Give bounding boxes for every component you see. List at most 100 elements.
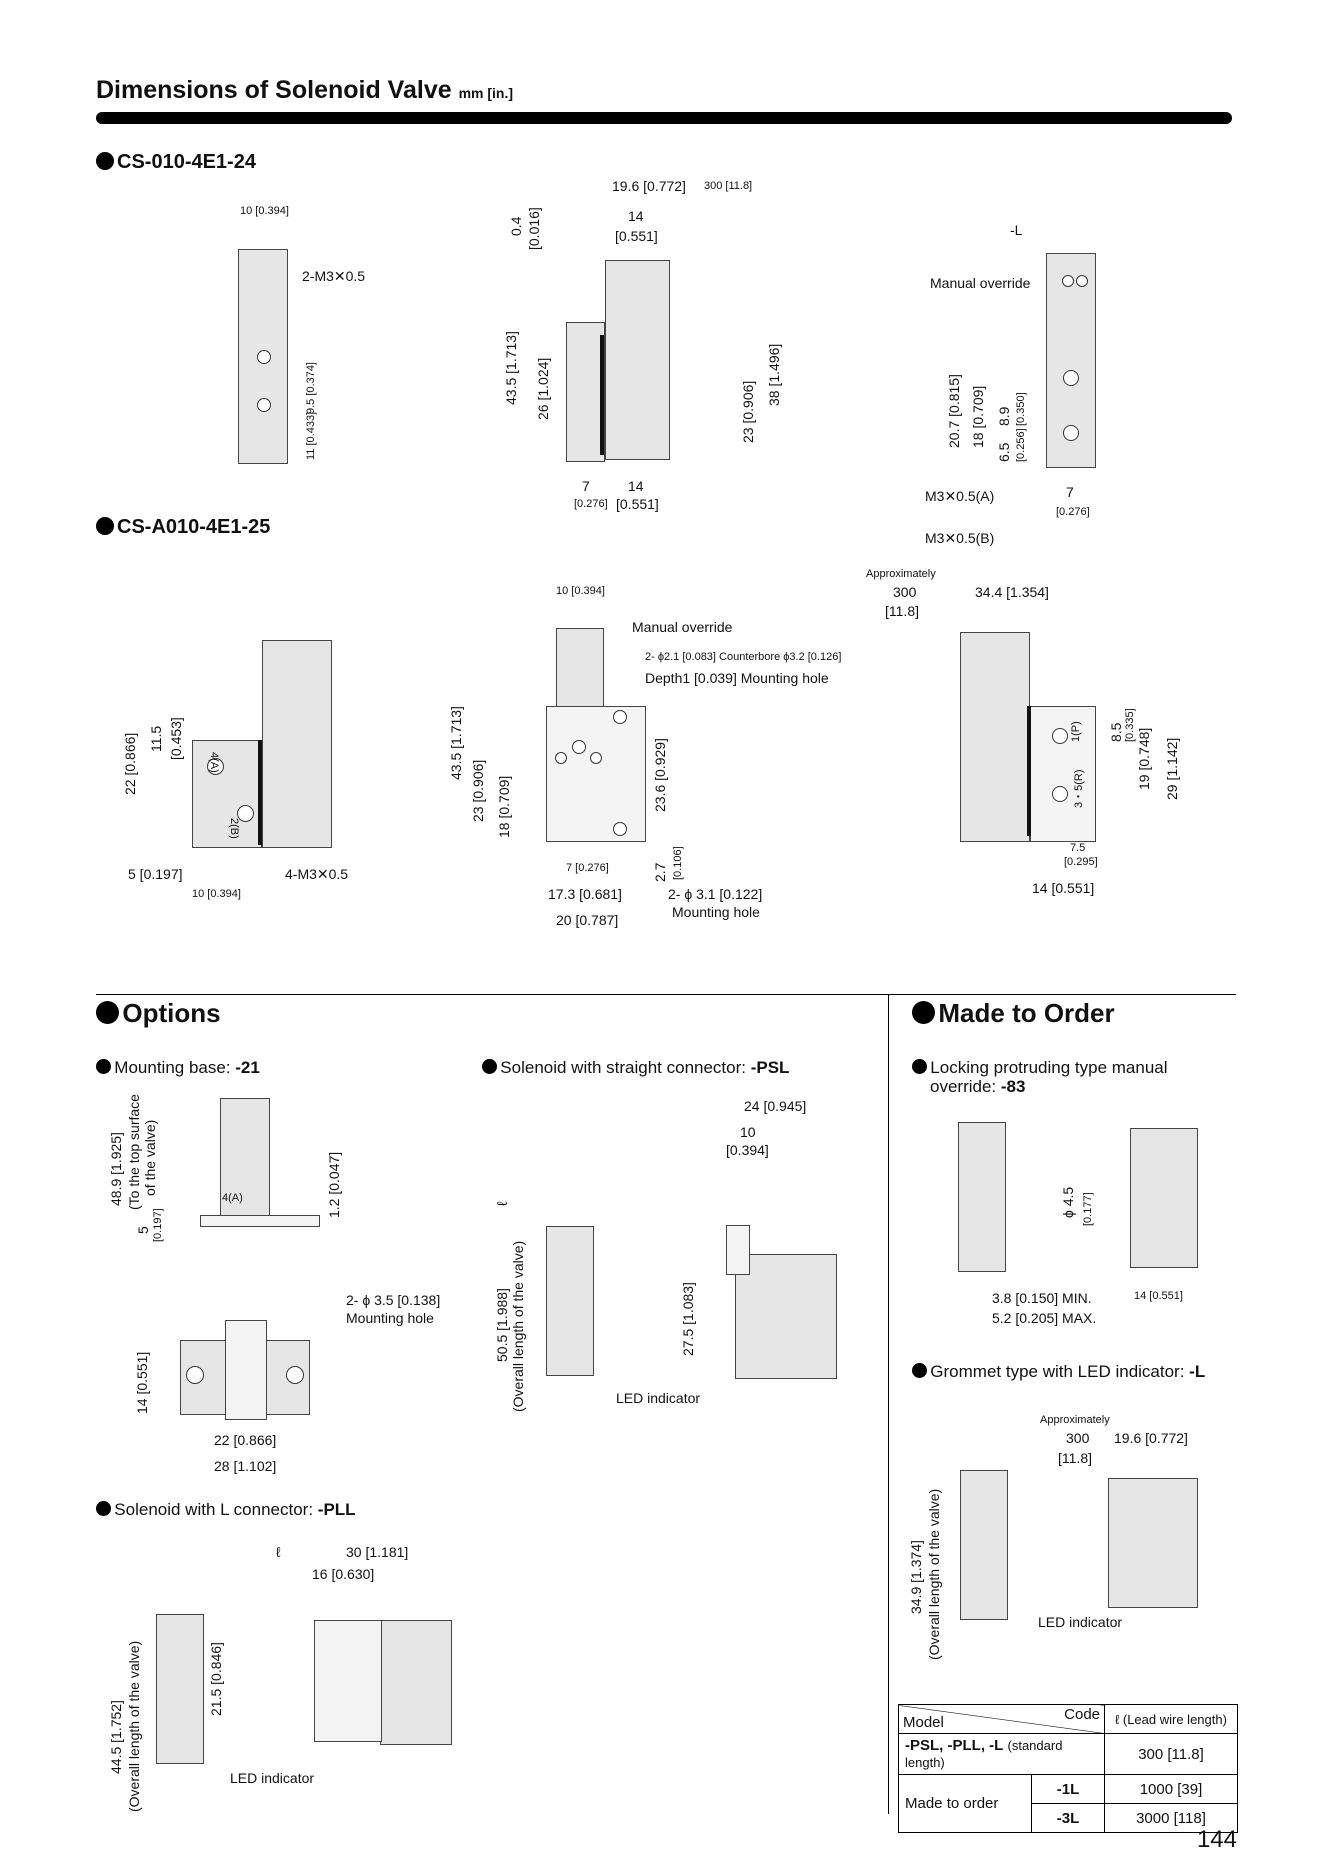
manual-override-label: Manual override [930,275,1031,291]
locking-front-view [958,1122,1006,1272]
dim-label: 50.5 [1.988] [494,1288,510,1362]
psl-front-view [546,1226,594,1376]
port-hole [1052,786,1068,802]
dim-label: [0.256] [1015,428,1027,462]
table-header-lead: ℓ (Lead wire length) [1104,1704,1238,1734]
port-hole [237,805,254,822]
dim-label: of the valve) [142,1119,158,1196]
column-divider [888,994,889,1814]
psl-label: Solenoid with straight connector: -PSL [482,1058,789,1078]
csa010-body [262,640,332,848]
dim-label: 22 [0.866] [122,732,138,795]
table-header-model: Model [903,1714,944,1731]
dim-label: 14 [628,208,644,224]
dim-label: [0.276] [574,498,608,510]
psl-side-view [735,1254,837,1379]
dim-label: 2- ϕ 3.5 [0.138] [346,1292,441,1308]
cs010-left-view: 10 [0.394] [230,205,300,470]
dim-label: 300 [1066,1430,1090,1446]
dim-label: 4(A) [222,1192,243,1204]
dim-label: 44.5 [1.752] [108,1700,124,1774]
seal-line [258,740,262,845]
mounting-hole [286,1366,304,1384]
dim-label: 19 [0.748] [1136,727,1152,790]
port-hole [1052,728,1068,744]
manual-override-label: Manual override [632,619,733,635]
dim-label: 14 [0.551] [1134,1290,1183,1302]
dim-label: 22 [0.866] [214,1432,277,1448]
psl-connector [726,1225,750,1275]
dim-label: Approximately [1040,1414,1110,1426]
dim-label: 27.5 [1.083] [680,1282,696,1356]
led-indicator-label: LED indicator [230,1770,315,1786]
dim-label: 5.2 [0.205] MAX. [992,1310,1097,1326]
dim-label: -L [1010,222,1023,238]
dim-label: 43.5 [1.713] [503,331,519,405]
dim-label: 0.4 [508,216,524,236]
dim-label: ℓ [276,1544,281,1560]
dim-label: [0.276] [1056,506,1090,518]
dim-label: 38 [1.496] [766,343,782,406]
dim-label: 5 [0.197] [128,866,183,882]
locking-side-view [1130,1128,1198,1268]
dim-label: M3✕0.5(B) [925,530,995,546]
lead-wire-table: Model Code ℓ (Lead wire length) -PSL, -P… [898,1704,1238,1833]
mounting-base-side [220,1098,270,1218]
cs010-thread: 2-M3✕0.5 [302,268,366,284]
table-header-code: Code [1064,1706,1100,1723]
dim-label: [0.551] [615,228,658,244]
csa010-left-view [192,740,262,848]
dim-label: 6.5 [996,442,1012,462]
options-heading: Options [96,998,221,1029]
dim-label: [0.453] [168,717,184,760]
section-divider [96,994,1236,995]
dim-label: [0.394] [726,1142,769,1158]
dim-label: Mounting hole [346,1310,434,1326]
mounting-base-boss [225,1320,267,1420]
dim-label: [11.8] [885,603,919,619]
dim-label: 10 [0.394] [192,888,241,900]
dim-label: ℓ [494,1201,510,1206]
dim-label: 10 [740,1124,756,1140]
dim-label: 8.9 [996,406,1012,426]
dim-label: [0.106] [672,846,684,880]
dim-label: 4-M3✕0.5 [285,866,349,882]
dim-label: [0.335] [1124,708,1136,742]
dim-label: 5 [135,1226,151,1234]
dim-label: 1.2 [0.047] [326,1151,342,1218]
dim-label: 48.9 [1.925] [108,1132,124,1206]
dim-label: ϕ 4.5 [1060,1186,1076,1218]
dim-label: 8.5 [1108,722,1124,742]
cs010-side-view [500,175,800,520]
table-cell: -1L [1031,1774,1105,1804]
dim-label: 23.6 [0.929] [652,738,668,812]
port-hole [1062,275,1074,287]
table-row-standard: -PSL, -PLL, -L (standard length) [898,1733,1105,1775]
table-cell: 300 [11.8] [1104,1733,1238,1775]
dim-label: 9.5 [0.374] [305,362,317,414]
port-hole [207,758,224,775]
locking-label-2: override: -83 [930,1077,1026,1096]
port-hole [1063,425,1079,441]
table-cell: -3L [1031,1803,1105,1833]
hole [613,710,627,724]
dim-label: 20 [0.787] [556,912,619,928]
mounting-plate [546,706,646,842]
dim-label: (Overall length of the valve) [126,1640,142,1812]
grommet-front-view [960,1470,1008,1620]
dim-label: Mounting hole [672,904,760,920]
dim-label: 30 [1.181] [346,1544,409,1560]
dim-label: Approximately [866,568,936,580]
dim-label: 26 [1.024] [535,357,551,420]
page-number: 144 [1196,1826,1237,1853]
dim-label: (Overall length of the valve) [926,1488,942,1660]
dim-label: 14 [0.551] [1032,880,1095,896]
pll-side-view [380,1620,452,1745]
dim-label: 17.3 [0.681] [548,886,622,902]
title-rule [96,112,1232,124]
dim-label: 23 [0.906] [740,380,756,443]
dim-label: 3.8 [0.150] MIN. [992,1290,1092,1306]
csa010-base [1030,706,1096,842]
dim-label: 20.7 [0.815] [946,374,962,448]
dim-label: [11.8] [1058,1450,1092,1466]
